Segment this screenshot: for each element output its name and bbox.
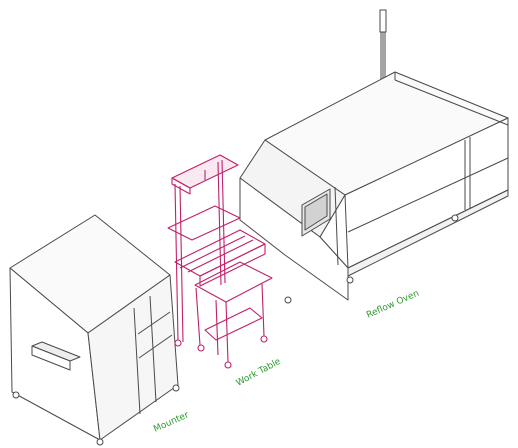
mounter-handle xyxy=(31,341,81,371)
reflow-oven xyxy=(239,9,509,304)
label-reflow-oven: Reflow Oven xyxy=(365,289,421,321)
oven-signal-tower xyxy=(379,9,387,80)
label-mounter: Mounter xyxy=(152,410,191,434)
mounter xyxy=(9,214,180,446)
work-table xyxy=(167,154,273,369)
label-work-table: Work Table xyxy=(235,357,283,389)
